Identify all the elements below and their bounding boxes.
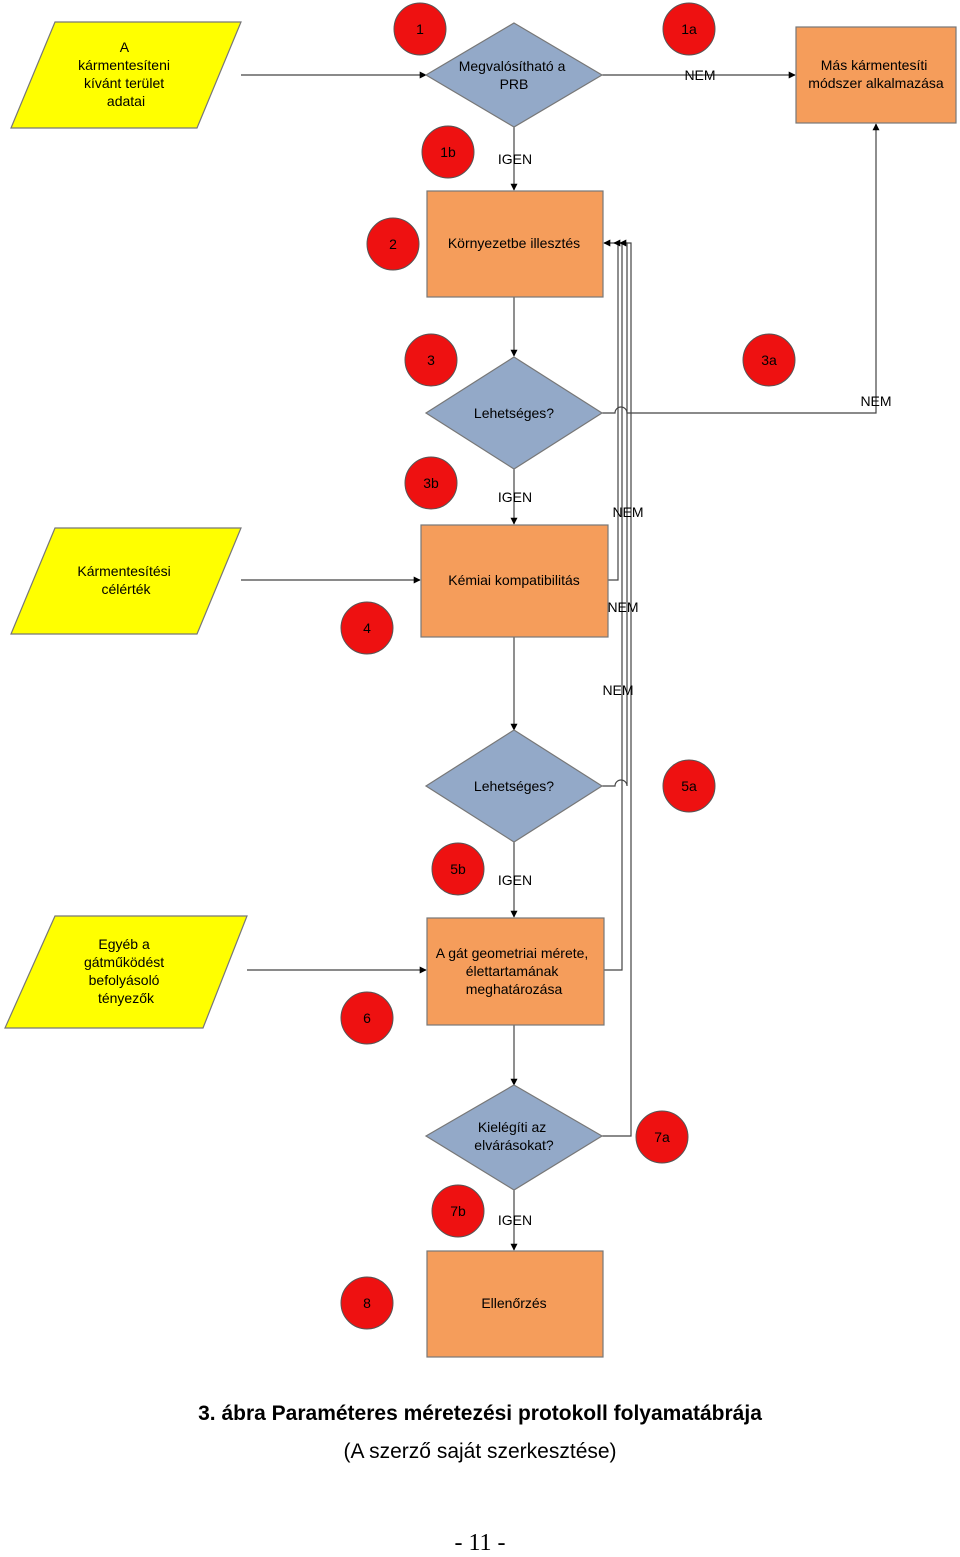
marker-8: 8: [340, 1276, 394, 1330]
svg-text:5a: 5a: [681, 778, 697, 794]
process-alternative-method: Más kármentesíti módszer alkalmazása: [795, 26, 957, 124]
marker-3: 3: [404, 333, 458, 387]
process-environment-fit: Környezetbe illesztés: [426, 190, 604, 298]
label-nem-1: NEM: [684, 67, 715, 83]
decision-possible-1: Lehetséges?: [424, 356, 604, 470]
label-igen-3: IGEN: [498, 489, 532, 505]
decision-prb-feasible: Megvalósítható a PRB: [424, 22, 604, 128]
p6-text: A gát geometriai mérete, élettartamának …: [436, 945, 592, 997]
input-known-area-data: A kármentesíteni kívánt terület adatai: [10, 21, 242, 129]
marker-1b: 1b: [421, 125, 475, 179]
p4-text: Kémiai kompatibilitás: [448, 572, 580, 588]
marker-3b: 3b: [404, 456, 458, 510]
p-alt-text: Más kármentesíti módszer alkalmazása: [808, 57, 944, 91]
input2-text: Kármentesítési célérték: [77, 563, 174, 597]
decision-possible-2: Lehetséges?: [424, 729, 604, 843]
input3-text: Egyéb a gátműködést befolyásoló tényezők: [84, 936, 168, 1006]
label-igen-1: IGEN: [498, 151, 532, 167]
input-other-factors: Egyéb a gátműködést befolyásoló tényezők: [4, 915, 248, 1029]
marker-5a: 5a: [662, 759, 716, 813]
label-nem-a: NEM: [612, 504, 643, 520]
edge-d3-nem: [602, 123, 880, 414]
svg-text:3b: 3b: [423, 475, 439, 491]
d5-text: Lehetséges?: [474, 778, 554, 794]
svg-text:7b: 7b: [450, 1203, 466, 1219]
label-igen-7: IGEN: [498, 1212, 532, 1228]
p2-text: Környezetbe illesztés: [448, 235, 580, 251]
d7-text: Kielégíti az elvárásokat?: [474, 1119, 554, 1153]
connectors: [241, 71, 880, 1251]
process-verification: Ellenőrzés: [426, 1250, 604, 1358]
svg-text:3a: 3a: [761, 352, 777, 368]
edge-p6-nem-loop: [604, 243, 623, 971]
marker-2: 2: [366, 217, 420, 271]
process-chemical-compatibility: Kémiai kompatibilitás: [420, 524, 609, 638]
figure-caption: 3. ábra Paraméteres méretezési protokoll…: [198, 1402, 762, 1425]
marker-1: 1: [393, 2, 447, 56]
process-geometry-lifetime: A gát geometriai mérete, élettartamának …: [426, 917, 605, 1026]
svg-text:1a: 1a: [681, 21, 697, 37]
decision-meets-expectations: Kielégíti az elvárásokat?: [424, 1084, 604, 1191]
svg-text:8: 8: [363, 1295, 371, 1311]
svg-text:2: 2: [389, 236, 397, 252]
svg-text:1: 1: [416, 21, 424, 37]
edge-d7-nem-loop: [602, 239, 632, 1137]
label-nem-c: NEM: [602, 682, 633, 698]
marker-6: 6: [340, 991, 394, 1045]
label-nem-3: NEM: [860, 393, 891, 409]
svg-text:4: 4: [363, 620, 371, 636]
edge-labels: NEM IGEN NEM IGEN NEM NEM NEM IGEN IGEN: [498, 67, 892, 1228]
svg-text:6: 6: [363, 1010, 371, 1026]
marker-3a: 3a: [742, 333, 796, 387]
marker-7b: 7b: [431, 1184, 485, 1238]
svg-text:3: 3: [427, 352, 435, 368]
label-nem-b: NEM: [607, 599, 638, 615]
input1-text: A kármentesíteni kívánt terület adatai: [78, 39, 174, 109]
marker-7a: 7a: [635, 1110, 689, 1164]
page-number: - 11 -: [454, 1530, 506, 1556]
marker-1a: 1a: [662, 2, 716, 56]
d3-text: Lehetséges?: [474, 405, 554, 421]
marker-5b: 5b: [431, 842, 485, 896]
svg-text:7a: 7a: [654, 1129, 670, 1145]
figure-source: (A szerző saját szerkesztése): [343, 1440, 617, 1463]
d1-text: Megvalósítható a PRB: [459, 58, 570, 92]
input-remediation-target: Kármentesítési célérték: [10, 527, 242, 635]
svg-text:5b: 5b: [450, 861, 466, 877]
svg-text:1b: 1b: [440, 144, 456, 160]
label-igen-5: IGEN: [498, 872, 532, 888]
edge-p4-nem-loop: [603, 239, 619, 581]
step-markers: 1 1a 1b 2 3 3a 3b 4 5a 5b 6 7a 7b 8: [340, 2, 796, 1330]
p8-text: Ellenőrzés: [481, 1295, 546, 1311]
marker-4: 4: [340, 601, 394, 655]
